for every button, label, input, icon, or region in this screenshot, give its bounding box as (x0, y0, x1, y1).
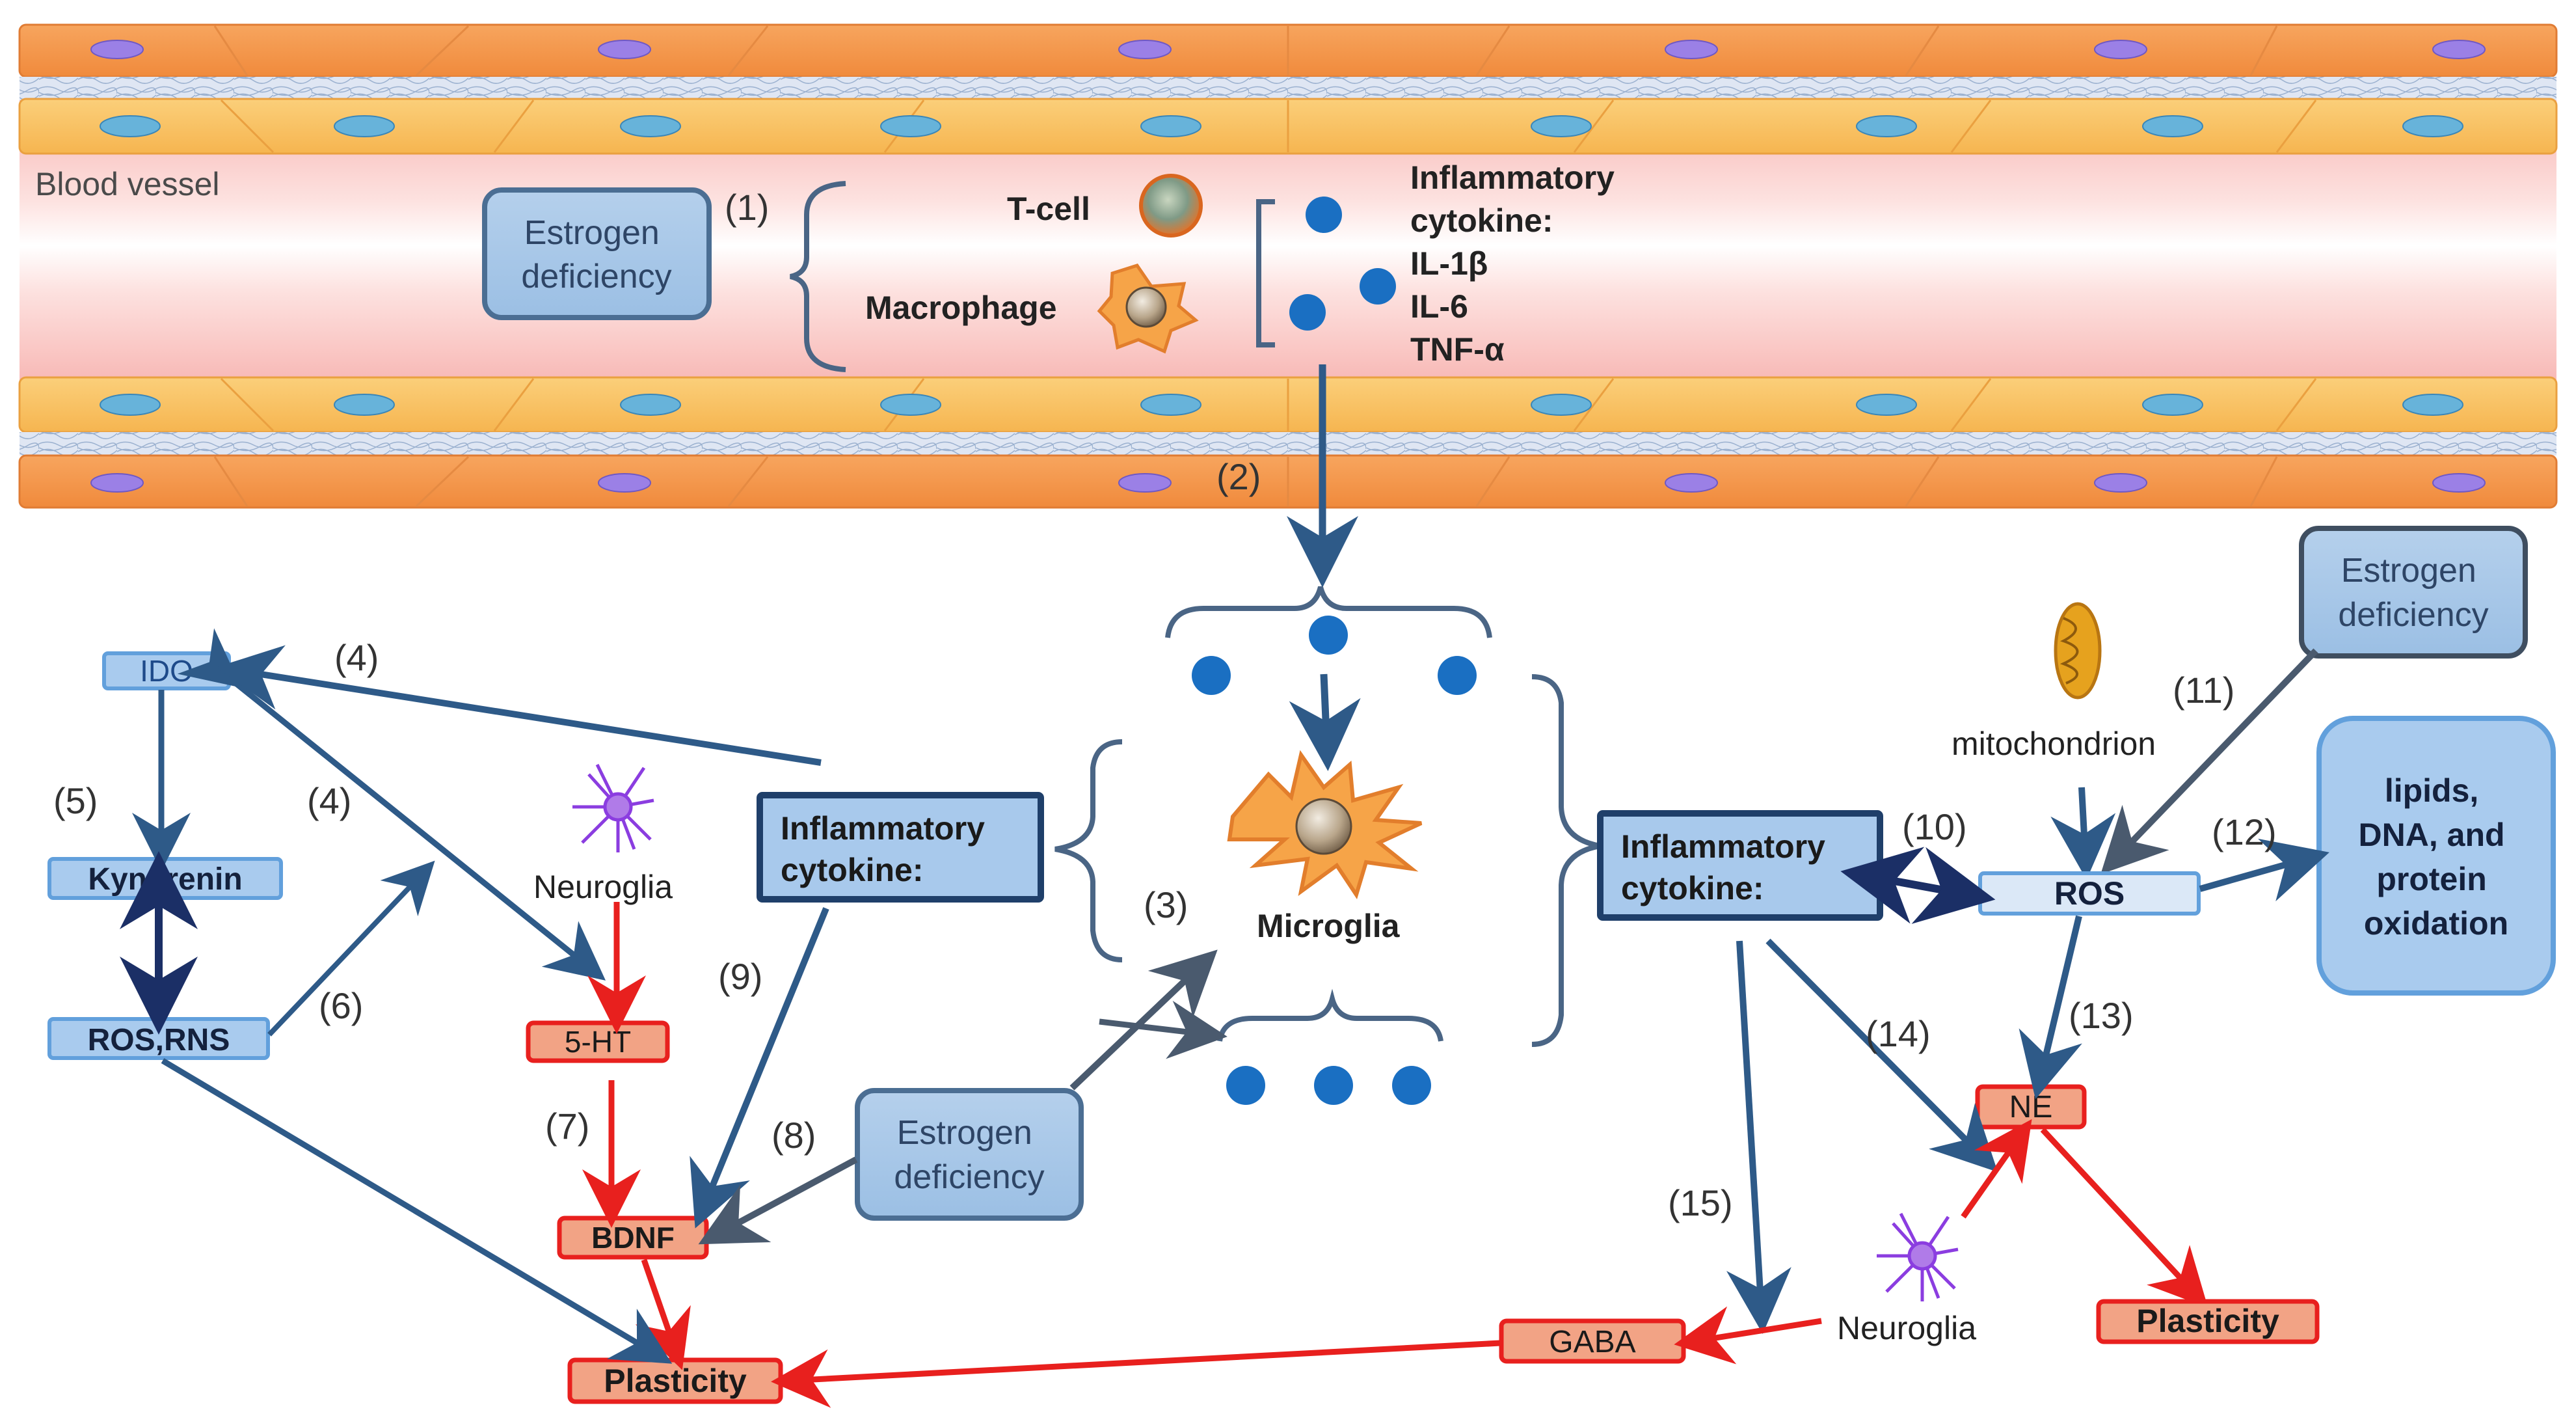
blood-vessel-label: Blood vessel (35, 166, 220, 202)
arrow-13 (2019, 915, 2082, 1100)
arrow-12 (2199, 838, 2329, 902)
plasticity-box-left: Plasticity (567, 1357, 783, 1404)
step-label-6: (6) (319, 985, 363, 1026)
arrow-center-down (1289, 673, 1361, 771)
inflammatory-cytokine-box-right: Inflammatory cytokine: (1597, 810, 1883, 921)
svg-text:5-HT: 5-HT (565, 1025, 631, 1059)
gaba-box: GABA (1499, 1318, 1686, 1364)
estrogen-deficiency-box-left: Estrogen deficiency (855, 1088, 1084, 1221)
svg-text:Estrogen deficiency: Estrogen deficiency (894, 1114, 1044, 1196)
5ht-box: 5-HT (526, 1020, 670, 1063)
svg-text:lipids, DNA, and p: lipids, DNA, and protein oxidation (2359, 772, 2514, 942)
arrow-ros-to-plasticity (161, 1058, 673, 1364)
arrow-14 (1765, 938, 1998, 1173)
mitochondrion-label: mitochondrion (1952, 726, 2156, 762)
arrow-estrogen-to-dots (1099, 1000, 1228, 1059)
curly-brace-center-right (1531, 674, 1601, 1047)
step-label-8: (8) (771, 1115, 816, 1156)
arrow-ne-to-plasticity (2040, 1127, 2208, 1308)
svg-text:Estrogen deficiency: Estrogen deficiency (2338, 552, 2488, 634)
step-label-5: (5) (53, 780, 98, 821)
svg-text:ROS: ROS (2054, 875, 2125, 912)
curly-brace-top (790, 181, 846, 372)
arrow-neuroglia-to-ne (1961, 1119, 2032, 1219)
ros-box-right: ROS (1978, 871, 2201, 916)
arrow-9 (690, 907, 829, 1229)
step-label-3: (3) (1144, 884, 1188, 925)
step-label-12: (12) (2212, 811, 2277, 852)
arrow-4-ido-to-5ht (177, 628, 606, 981)
cytokine-dots-center-bottom (1226, 1066, 1431, 1105)
t-cell-icon (1139, 174, 1203, 238)
svg-text:ROS,RNS: ROS,RNS (88, 1023, 230, 1057)
arrow-11 (2100, 648, 2318, 875)
step-label-9: (9) (718, 956, 762, 997)
inflammatory-cytokine-list-top: Inflammatory cytokine: IL-1β IL-6 TNF-α (1410, 159, 1624, 368)
step-label-15: (15) (1668, 1182, 1733, 1223)
cytokine-dots-top (1289, 197, 1396, 331)
curly-brace-center-bottom (1217, 988, 1443, 1042)
arrow-15 (1726, 940, 1791, 1334)
cytokine-dots-center-top (1192, 616, 1477, 695)
ros-rns-box: ROS,RNS (47, 1017, 270, 1060)
square-bracket-top (1256, 199, 1275, 347)
ido-box: IDO (102, 651, 231, 690)
blood-vessel (18, 23, 2558, 509)
arrow-8 (698, 1156, 858, 1245)
arrow-neuroglia-to-gaba (1674, 1306, 1822, 1365)
curly-brace-center-left (1054, 739, 1123, 962)
svg-text:Plasticity: Plasticity (2136, 1303, 2279, 1339)
microglia-icon (1227, 750, 1423, 899)
step-label-14: (14) (1866, 1013, 1931, 1054)
neuroglia-icon-right (1877, 1212, 1959, 1301)
microglia-label: Microglia (1257, 908, 1401, 944)
arrow-gaba-to-plasticity (771, 1340, 1501, 1408)
svg-text:Inflammatory cytokine:: Inflammatory cytokine: (1621, 828, 1834, 906)
estrogen-deficiency-box-top: Estrogen deficiency (482, 187, 712, 320)
arrow-mitochondrion-to-ros (2050, 787, 2116, 880)
svg-text:Kynurenin: Kynurenin (88, 862, 242, 897)
neuroglia-icon-left (572, 763, 654, 852)
svg-text:NE: NE (2009, 1090, 2053, 1124)
t-cell-label: T-cell (1007, 191, 1090, 227)
step-label-1: (1) (725, 187, 769, 228)
svg-text:BDNF: BDNF (591, 1221, 675, 1255)
step-label-4a: (4) (334, 637, 379, 678)
step-label-13: (13) (2069, 995, 2134, 1036)
svg-text:IDO: IDO (140, 654, 193, 688)
curly-brace-center-top (1165, 586, 1492, 638)
svg-text:Plasticity: Plasticity (604, 1363, 747, 1399)
neuroglia-label-left: Neuroglia (533, 869, 673, 905)
plasticity-box-right: Plasticity (2096, 1299, 2320, 1344)
step-label-7: (7) (545, 1106, 589, 1147)
step-label-10: (10) (1902, 806, 1967, 847)
arrow-10-bidir (1840, 847, 1996, 924)
step-label-4b: (4) (307, 780, 351, 821)
svg-text:Inflammatory cytokine:: Inflammatory cytokine: (781, 810, 994, 888)
ne-box: NE (1975, 1084, 2087, 1130)
step-label-2: (2) (1216, 456, 1261, 497)
svg-text:Estrogen deficiency: Estrogen deficiency (521, 214, 671, 295)
arrow-4-cytokine-to-ido (216, 645, 822, 766)
svg-text:GABA: GABA (1549, 1325, 1635, 1359)
neuroglia-label-right: Neuroglia (1837, 1310, 1976, 1346)
estrogen-deficiency-box-right: Estrogen deficiency (2299, 526, 2528, 659)
arrow-bdnf-to-plasticity (635, 1258, 691, 1370)
inflammatory-cytokine-box-left: Inflammatory cytokine: (757, 792, 1044, 903)
step-label-11: (11) (2173, 670, 2234, 711)
macrophage-icon (1097, 264, 1199, 354)
kynurenin-box: Kynurenin (47, 857, 283, 900)
mitochondrion-icon (2054, 602, 2102, 700)
oxidation-box: lipids, DNA, and protein oxidation (2316, 716, 2556, 996)
bdnf-box: BDNF (557, 1216, 709, 1260)
macrophage-label: Macrophage (865, 290, 1057, 326)
